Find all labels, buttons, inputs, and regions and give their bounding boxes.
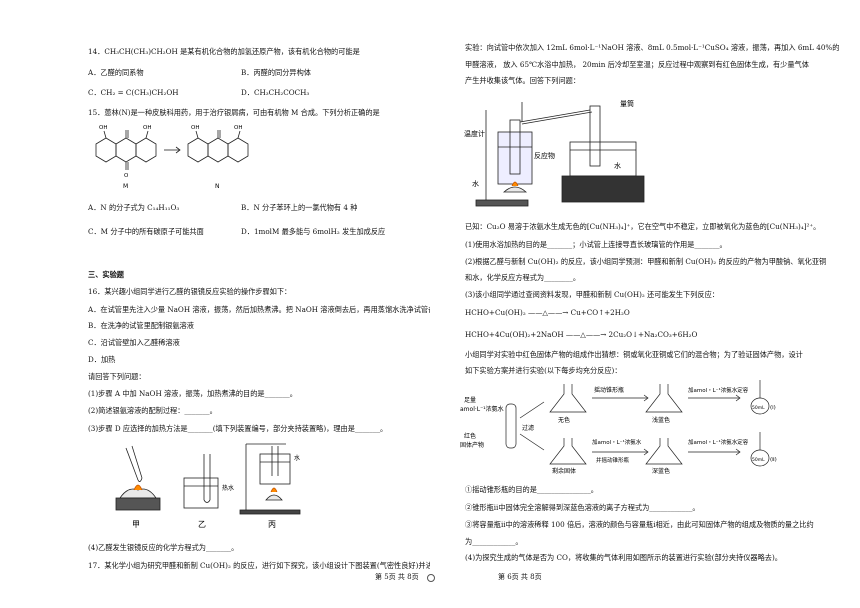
question-1: (1)使用水浴加热的目的是_______；小试管上连接导直长玻璃管的作用是___… bbox=[465, 240, 727, 249]
apparatus-jia: 甲 bbox=[115, 445, 161, 529]
label-water-left: 水 bbox=[472, 179, 479, 188]
label-dilute-1: 加amol・L⁻¹浓氨水定容 bbox=[688, 386, 749, 394]
n-label: N bbox=[215, 183, 220, 190]
label-dark-blue: 深蓝色 bbox=[652, 467, 670, 475]
label-water: 水 bbox=[294, 454, 300, 462]
label-filter: 过滤 bbox=[522, 424, 534, 432]
left-page: 14．CH₃CH(CH₃)CH₂OH 是某有机化合物的加氢还原产物，该有机化合物… bbox=[88, 47, 430, 582]
q15-option-d: D．1molM 最多能与 6molH₂ 发生加成反应 bbox=[241, 227, 386, 236]
label-tag-ii: (ⅱ) bbox=[770, 457, 777, 463]
label-cylinder: 量筒 bbox=[620, 99, 634, 108]
q16-step-c: C．沿试管壁加入乙醛稀溶液 bbox=[88, 338, 180, 347]
sub-question-2: ②锥形瓶ii中固体完全溶解得到深蓝色溶液的离子方程式为____________。 bbox=[465, 503, 700, 512]
label-shake-2: 并摇动锥形瓶 bbox=[596, 456, 630, 464]
q16-stem: 16．某兴趣小组同学进行乙醛的银镜反应实验的操作步骤如下： bbox=[88, 287, 292, 296]
q15-stem: 15．蒽林(N)是一种皮肤科用药，用于治疗银屑病，可由有机物 M 合成。下列分析… bbox=[88, 108, 380, 117]
sub-question-1: ①摇动锥形瓶的目的是_______________。 bbox=[465, 485, 598, 494]
intro-line-3: 产生并收集该气体。回答下列问题： bbox=[465, 76, 581, 85]
n-oh-left-label: OH bbox=[191, 125, 199, 131]
question-3: (3)该小组同学通过查阅资料发现，甲醛和新制 Cu(OH)₂ 还可能发生下列反应… bbox=[465, 290, 719, 299]
mixture-line-2: 如下实验方案并进行实验(以下每步均充分反应)： bbox=[465, 366, 622, 375]
q16-part-2: (2)简述银氨溶液的配制过程：_______。 bbox=[88, 406, 217, 415]
q16-step-d: D．加热 bbox=[88, 355, 116, 364]
label-jia: 甲 bbox=[132, 520, 140, 529]
page-number-right: 第 6页 共 8页 bbox=[498, 573, 542, 582]
label-red: 红色 bbox=[464, 432, 476, 440]
intro-line-2: 甲醛溶液， 放入 65℃水浴中加热， 20min 后冷却至室温；反应过程中观察到… bbox=[465, 60, 809, 69]
n-oh-right-label: OH bbox=[234, 125, 242, 131]
question-4: (4)为探究生成的气体是否为 CO，将收集的气体利用如图所示的装置进行实验(部分… bbox=[465, 553, 782, 562]
equation-1: HCHO+Cu(OH)₂ ——△——→ Cu+CO↑+2H₂O bbox=[465, 308, 630, 317]
apparatus-yi: 热水 乙 bbox=[183, 454, 234, 529]
q16-step-b: B．在洗净的试管里配制银氨溶液 bbox=[88, 321, 194, 330]
q17-stem: 17．某化学小组为研究甲醛和新制 Cu(OH)₂ 的反应，进行如下探究，该小组设… bbox=[88, 561, 430, 570]
q15-option-a: A．N 的分子式为 C₁₄H₁₁O₃ bbox=[88, 203, 180, 212]
q14-option-a: A．乙醛的同系物 bbox=[88, 68, 144, 77]
right-page: 实验：向试管中依次加入 12mL 6mol·L⁻¹NaOH 溶液、8mL 0.5… bbox=[430, 0, 860, 608]
q16-part-1: (1)步骤 A 中加 NaOH 溶液，振荡，加热煮沸的目的是_______。 bbox=[88, 389, 297, 398]
q16-step-a: A．在试管里先注入少量 NaOH 溶液，振荡，然后加热煮沸。把 NaOH 溶液倒… bbox=[88, 305, 430, 314]
q16-part-3: (3)步骤 D 应选择的加热方法是_______(填下列装置编号，部分夹持装置略… bbox=[88, 424, 388, 433]
label-vol-1: 50mL bbox=[752, 405, 765, 411]
sub-question-3-line-1: ③将容量瓶ii中的溶液稀释 100 倍后，溶液的颜色与容量瓶i相近，由此可知固体… bbox=[465, 520, 814, 529]
q15-option-b: B．N 分子苯环上的一氯代物有 4 种 bbox=[241, 203, 358, 212]
known-info: 已知：Cu₂O 易溶于浓氨水生成无色的[Cu(NH₃)₄]⁺，它在空气中不稳定，… bbox=[465, 222, 821, 231]
label-water-right: 水 bbox=[614, 161, 621, 170]
label-yi: 乙 bbox=[198, 520, 206, 529]
mixture-line-1: 小组同学对实验中红色固体产物的组成作出猜想：铜或氧化亚铜或它们的混合物；为了验证… bbox=[465, 350, 803, 359]
label-light-blue: 浅蓝色 bbox=[652, 416, 670, 424]
label-bing: 丙 bbox=[268, 520, 276, 529]
center-circle-mark bbox=[427, 574, 435, 582]
label-vol-2: 50mL bbox=[752, 457, 765, 463]
label-reactant: 反应物 bbox=[534, 151, 555, 160]
page-number-left: 第 5页 共 8页 bbox=[375, 573, 419, 582]
question-2-line-2: 和水，化学反应方程式为________。 bbox=[465, 273, 581, 282]
sub-question-3-line-2: 为____________。 bbox=[465, 537, 523, 546]
q15-structure-n: OH OH N bbox=[187, 125, 249, 190]
label-add-ammonia: 加amol・L⁻¹浓氨水 bbox=[592, 438, 642, 446]
label-thermometer: 温度计 bbox=[464, 129, 485, 138]
experiment-flow-diagram: 足量 amol·L⁻¹浓氨水 红色 固体产物 过滤 摇动锥形瓶 无色 浅蓝色 剩… bbox=[460, 380, 777, 475]
intro-line-1: 实验：向试管中依次加入 12mL 6mol·L⁻¹NaOH 溶液、8mL 0.5… bbox=[465, 43, 840, 52]
apparatus-bing: 水 丙 bbox=[239, 443, 301, 529]
q15-structure-figure: OH OH O M bbox=[95, 125, 181, 190]
q15-option-c: C．M 分子中的所有碳原子可能共面 bbox=[88, 227, 204, 236]
m-oh-right-label: OH bbox=[143, 125, 151, 131]
question-2-line-1: (2)根据乙醛与新制 Cu(OH)₂ 的反应，该小组同学预测：甲醛和新制 Cu(… bbox=[465, 257, 827, 266]
label-conc-ammonia: amol·L⁻¹浓氨水 bbox=[460, 405, 504, 413]
equation-2: HCHO+4Cu(OH)₂+2NaOH ——△——→ 2Cu₂O↓+Na₂CO₃… bbox=[465, 330, 698, 339]
label-residue: 剩余固体 bbox=[552, 467, 576, 475]
q14-option-d: D．CH₃CH₂COCH₃ bbox=[241, 88, 310, 97]
label-tag-i: (ⅰ) bbox=[770, 405, 776, 411]
q14-option-b: B．丙醛的同分异构体 bbox=[241, 68, 311, 77]
m-label: M bbox=[123, 183, 128, 190]
m-o-label: O bbox=[124, 173, 129, 179]
q16-part-4: (4)乙醛发生银镜反应的化学方程式为_______。 bbox=[88, 543, 239, 552]
label-dilute-2: 加amol・L⁻¹浓氨水定容 bbox=[688, 438, 749, 446]
section-heading: 三、实验题 bbox=[88, 270, 124, 279]
label-solid-product: 固体产物 bbox=[460, 441, 484, 449]
q16-ask: 请回答下列问题： bbox=[88, 372, 146, 381]
q14-stem: 14．CH₃CH(CH₃)CH₂OH 是某有机化合物的加氢还原产物，该有机化合物… bbox=[88, 47, 360, 56]
label-hot-water: 热水 bbox=[222, 484, 234, 492]
label-colorless: 无色 bbox=[558, 416, 570, 424]
q14-option-c: C．CH₂ = C(CH₃)CH₂OH bbox=[88, 88, 179, 97]
label-shake: 摇动锥形瓶 bbox=[594, 386, 624, 394]
label-amount: 足量 bbox=[464, 397, 476, 404]
m-oh-left-label: OH bbox=[99, 125, 107, 131]
reaction-apparatus: 温度计 反应物 水 水 量筒 bbox=[464, 99, 645, 207]
